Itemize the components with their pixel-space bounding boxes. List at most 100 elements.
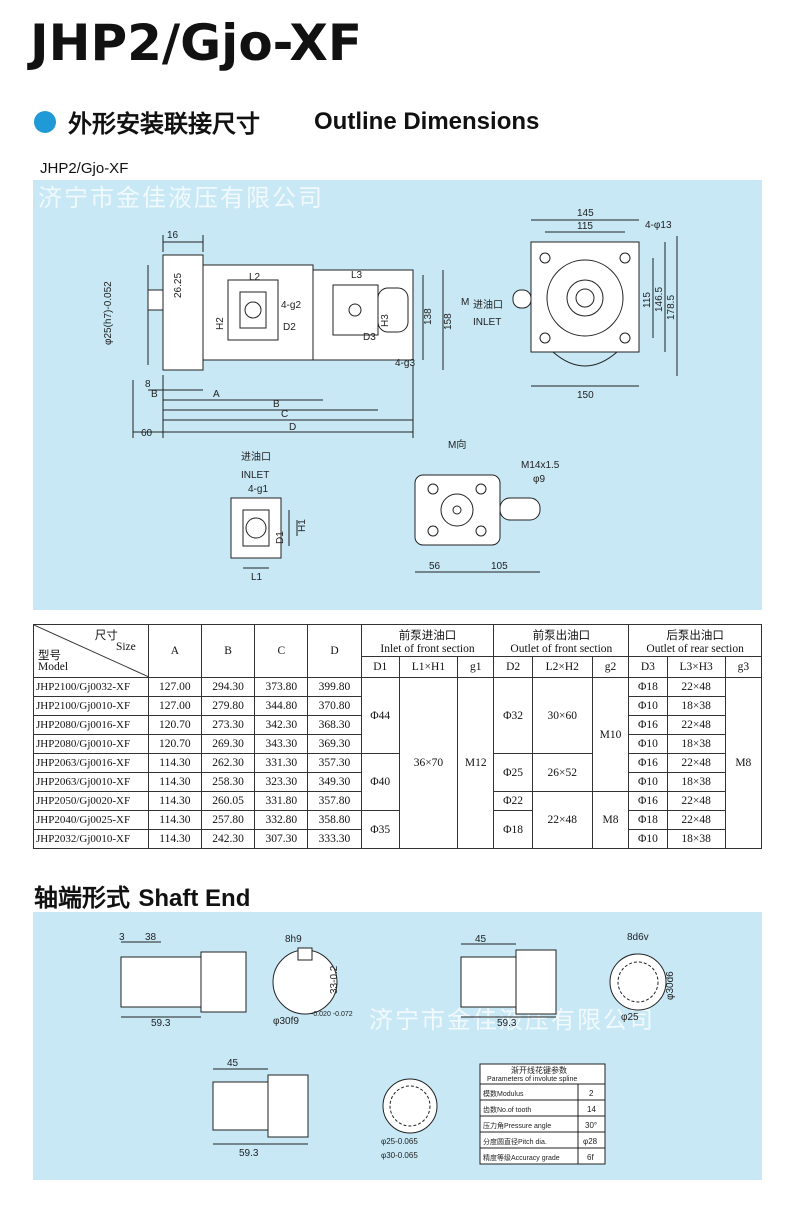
dim-g1: 4-g1 xyxy=(248,484,268,495)
dim-h1: H1 xyxy=(297,519,308,532)
dim-56: 56 xyxy=(429,561,441,572)
cell-c: 344.80 xyxy=(254,696,309,716)
s1-dim-59-3: 59.3 xyxy=(151,1018,171,1029)
cell-d3: Φ16 xyxy=(628,791,668,811)
params-value: φ28 xyxy=(583,1137,598,1146)
watermark: 济宁市金佳液压有限公司 xyxy=(38,184,324,212)
cell-d2: Φ18 xyxy=(493,810,533,849)
cell-model: JHP2063/Gj0010-XF xyxy=(33,772,149,792)
rear-outlet-cn: 后泵出油口 xyxy=(666,629,724,642)
th-g1: g1 xyxy=(456,656,495,678)
cell-model: JHP2080/Gj0010-XF xyxy=(33,734,149,754)
page-title: JHP2/Gjo-XF xyxy=(30,14,363,72)
label-m-view: M向 xyxy=(448,438,466,451)
dim-178-5: 178.5 xyxy=(666,295,677,320)
bullet-icon xyxy=(34,110,56,133)
cell-d3: Φ18 xyxy=(628,810,668,830)
cell-c: 343.30 xyxy=(254,734,309,754)
s2-dim-59-3: 59.3 xyxy=(497,1018,517,1029)
cell-l3h3: 22×48 xyxy=(666,715,726,735)
dim-shaft-dia: φ25(h7)-0.052 xyxy=(103,281,114,345)
table-row: JHP2063/Gj0016-XF 114.30 262.30 331.30 3… xyxy=(33,753,762,811)
dim-115: 115 xyxy=(577,221,593,232)
th-l3h3: L3×H3 xyxy=(666,656,726,678)
cell-d: 357.30 xyxy=(307,753,362,773)
cell-d3: Φ10 xyxy=(628,734,668,754)
cell-l1h1: 36×70 xyxy=(398,677,458,849)
s1-tol: -0.020 -0.072 xyxy=(311,1011,353,1018)
cell-g2: M10 xyxy=(591,677,630,792)
rear-outlet-en: Outlet of rear section xyxy=(646,642,744,655)
dim-h2: H2 xyxy=(215,317,226,330)
label-inlet-cn-2: 进油口 xyxy=(241,450,271,463)
dim-150: 150 xyxy=(577,390,594,401)
s2-dia: φ30d6 xyxy=(665,971,676,1000)
th-rear-outlet: 后泵出油口 Outlet of rear section xyxy=(628,623,762,658)
cell-d3: Φ16 xyxy=(628,715,668,735)
cell-d1: Φ40 xyxy=(360,753,400,811)
dim-105: 105 xyxy=(491,561,508,572)
dim-l3: L3 xyxy=(351,270,363,281)
cell-model: JHP2100/Gj0032-XF xyxy=(33,677,149,697)
cell-l3h3: 18×38 xyxy=(666,772,726,792)
cell-d2: Φ22 xyxy=(493,791,533,811)
cell-a: 114.30 xyxy=(147,753,202,773)
cell-l3h3: 22×48 xyxy=(666,753,726,773)
label-m: M xyxy=(461,297,469,308)
cell-b: 260.05 xyxy=(200,791,256,811)
corner-cell: 尺寸 Size 型号 Model xyxy=(33,624,149,678)
cell-d3: Φ16 xyxy=(628,753,668,773)
params-value: 2 xyxy=(589,1089,594,1098)
front-inlet-cn: 前泵进油口 xyxy=(398,629,457,642)
cell-a: 120.70 xyxy=(147,715,202,735)
dim-d2: D2 xyxy=(283,322,296,333)
cell-model: JHP2032/Gj0010-XF xyxy=(33,829,149,849)
spec-table: 尺寸 Size 型号 Model A B C D 前泵进油口 Inlet of … xyxy=(33,623,763,849)
cell-g1: M12 xyxy=(456,677,495,849)
cell-g3: M8 xyxy=(724,677,763,849)
cell-b: 273.30 xyxy=(200,715,256,735)
cell-model: JHP2040/Gj0025-XF xyxy=(33,810,149,830)
cell-d: 349.30 xyxy=(307,772,362,792)
params-label: 齿数No.of tooth xyxy=(483,1105,531,1114)
shaft-drawing: 3 38 59.3 8h9 33-0.2 φ30f9 -0.020 -0.072… xyxy=(119,932,676,1165)
dim-146-5: 146.5 xyxy=(654,287,665,312)
cell-model: JHP2050/Gj0020-XF xyxy=(33,791,149,811)
th-c: C xyxy=(254,624,309,678)
cell-l3h3: 22×48 xyxy=(666,791,726,811)
dim-60: 60 xyxy=(141,428,153,439)
params-title-cn: 渐开线花键参数 xyxy=(511,1065,567,1075)
params-value: 14 xyxy=(587,1105,596,1114)
cell-l3h3: 22×48 xyxy=(666,677,726,697)
table-row: JHP2032/Gj0010-XF 114.30 242.30 307.30 3… xyxy=(33,829,762,849)
cell-c: 332.80 xyxy=(254,810,309,830)
dim-bb: B xyxy=(151,389,158,400)
th-d2: D2 xyxy=(493,656,533,678)
cell-d2: Φ25 xyxy=(493,753,533,792)
cell-b: 269.30 xyxy=(200,734,256,754)
dim-a: A xyxy=(213,389,220,400)
cell-d: 368.30 xyxy=(307,715,362,735)
th-front-outlet: 前泵出油口 Outlet of front section xyxy=(493,623,630,658)
cell-d3: Φ10 xyxy=(628,772,668,792)
params-value: 30° xyxy=(585,1121,597,1130)
th-l1h1: L1×H1 xyxy=(398,656,458,678)
dim-l1: L1 xyxy=(251,572,263,583)
cell-a: 114.30 xyxy=(147,810,202,830)
dim-115-v: 115 xyxy=(642,292,653,308)
cell-b: 242.30 xyxy=(200,829,256,849)
cell-c: 331.80 xyxy=(254,791,309,811)
shaft-end-heading: 轴端形式 Shaft End xyxy=(34,878,250,913)
dim-d: D xyxy=(289,422,296,433)
th-g3: g3 xyxy=(724,656,763,678)
params-label: 压力角Pressure angle xyxy=(483,1121,551,1130)
front-inlet-en: Inlet of front section xyxy=(380,642,475,655)
th-l2h2: L2×H2 xyxy=(531,656,593,678)
dim-26-25: 26.25 xyxy=(173,273,184,298)
cell-c: 331.30 xyxy=(254,753,309,773)
s2-spline: 8d6v xyxy=(627,932,649,943)
params-value: 6f xyxy=(587,1153,594,1162)
s2-dim-45: 45 xyxy=(475,934,487,945)
cell-a: 114.30 xyxy=(147,791,202,811)
cell-l3h3: 18×38 xyxy=(666,829,726,849)
